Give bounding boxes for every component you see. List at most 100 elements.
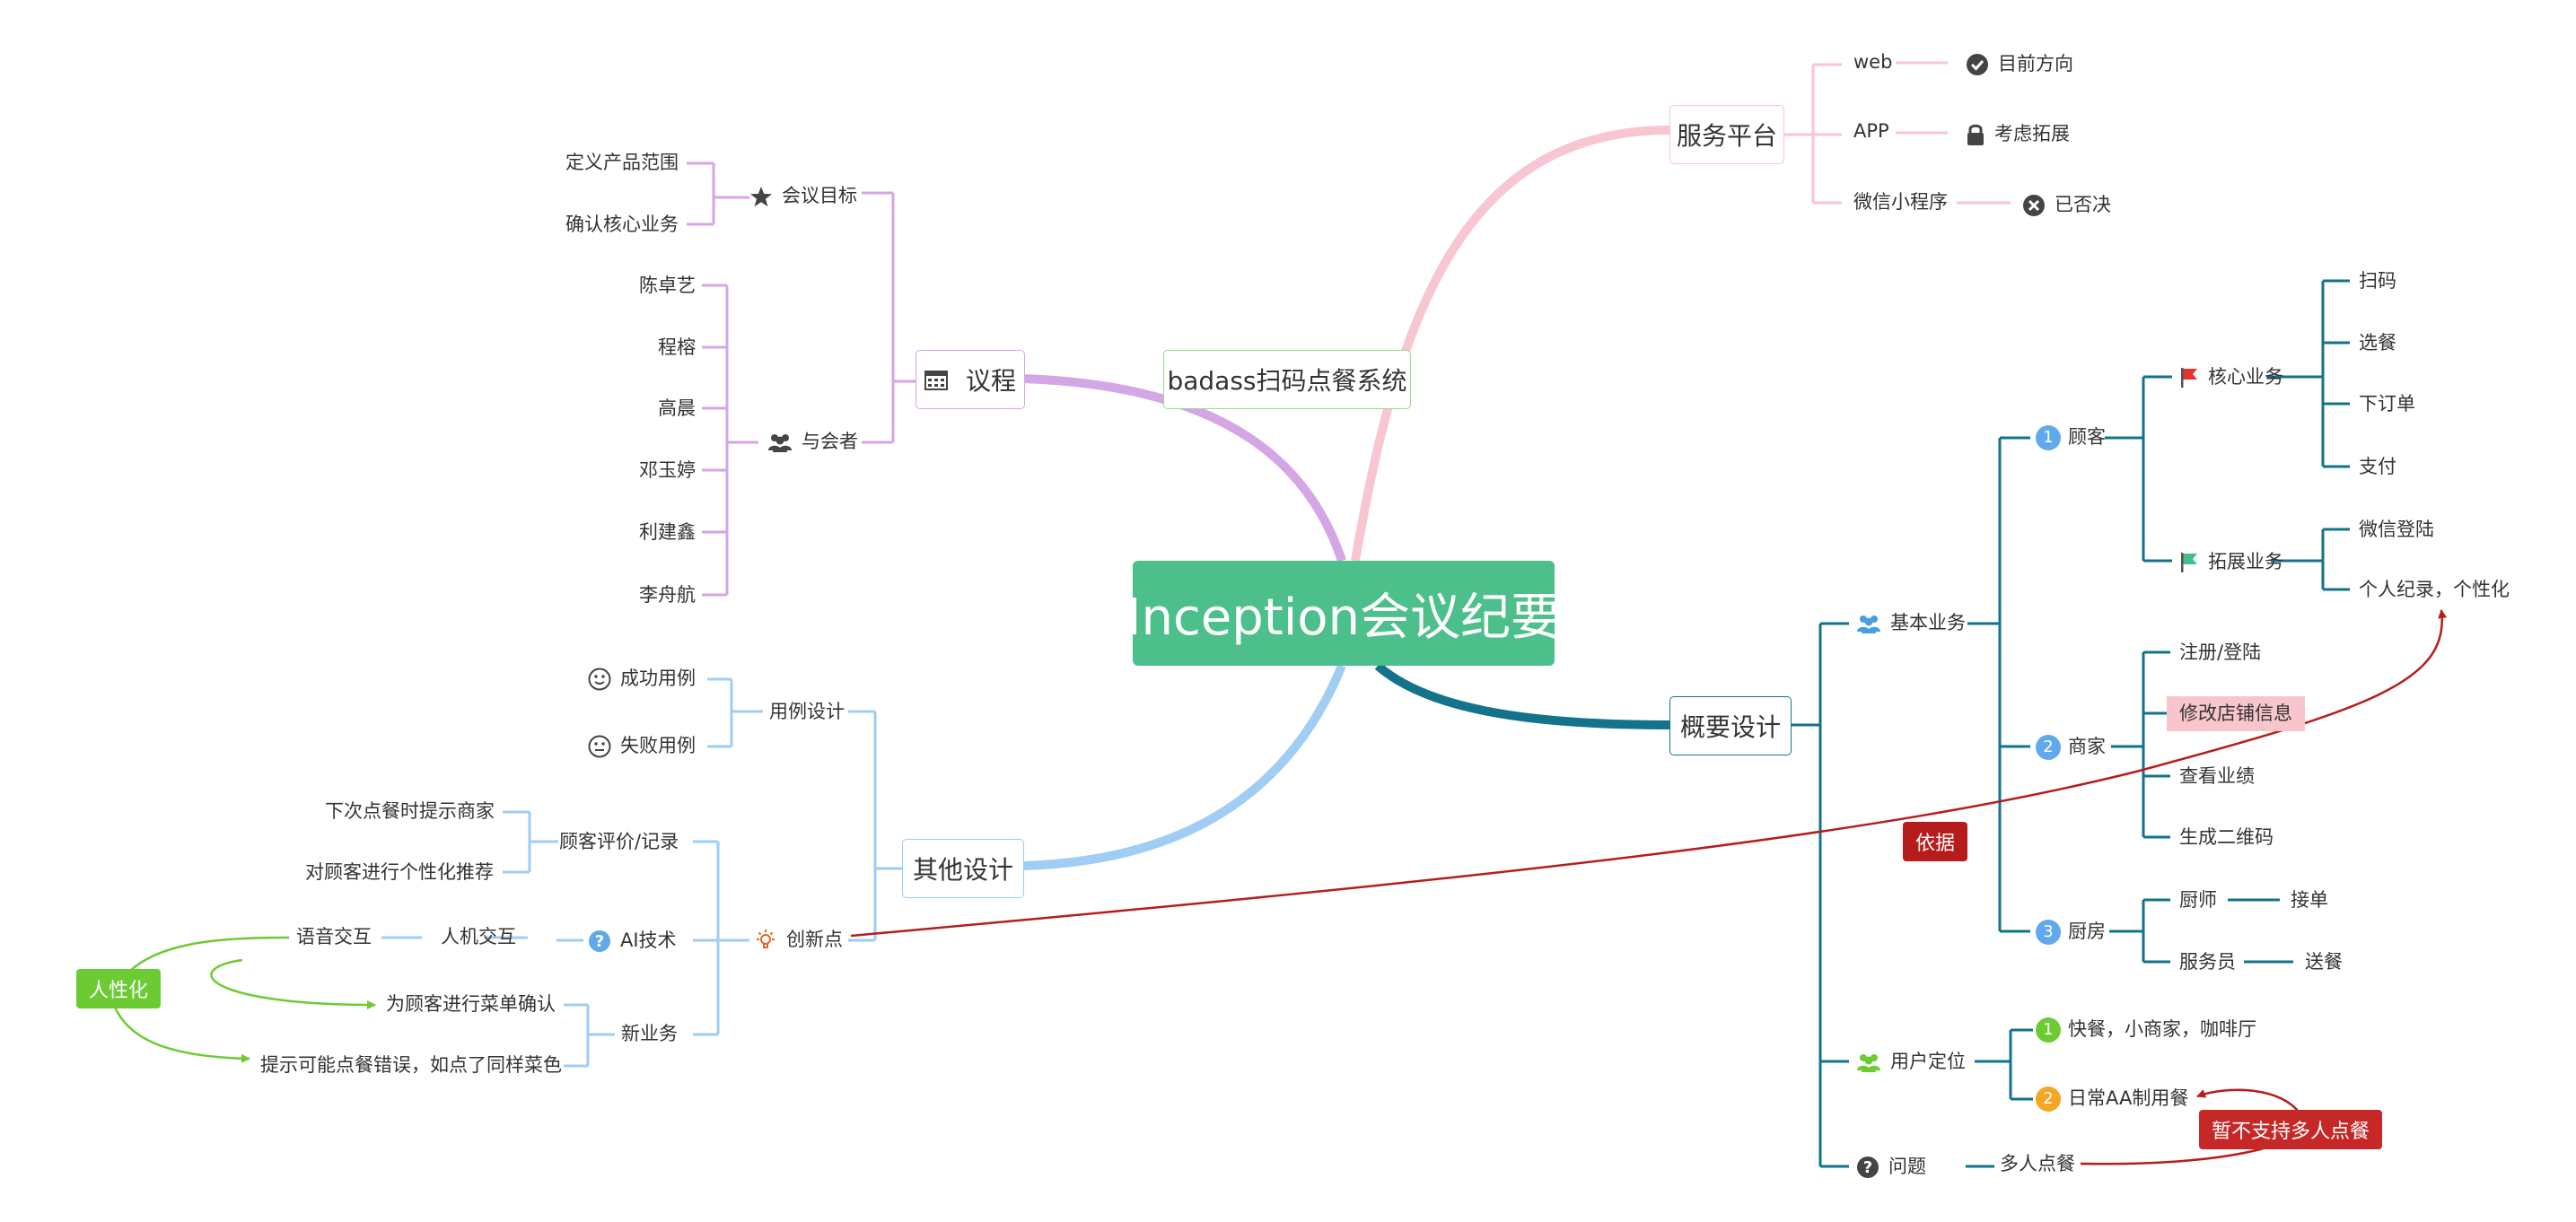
core-business-label: 核心业务	[2208, 366, 2283, 388]
ai-node[interactable]: ?AI技术	[588, 930, 677, 953]
goal-item[interactable]: 定义产品范围	[565, 152, 679, 173]
platform-miniapp[interactable]: 微信小程序	[1853, 191, 1948, 213]
innovation-node[interactable]: 创新点	[754, 929, 843, 952]
waiter-node[interactable]: 服务员	[2179, 951, 2236, 973]
innovation-label: 创新点	[786, 929, 843, 950]
topic-agenda[interactable]: 议程	[916, 350, 1025, 409]
users-icon	[767, 432, 793, 452]
attendees-label: 与会者	[802, 431, 858, 452]
chef-node[interactable]: 厨师	[2179, 889, 2217, 911]
attendee[interactable]: 高晨	[658, 397, 696, 419]
positioning-item-label: 快餐，小商家，咖啡厅	[2068, 1018, 2256, 1040]
core-item[interactable]: 支付	[2359, 456, 2396, 477]
kitchen-label: 厨房	[2068, 921, 2106, 942]
status-rejected[interactable]: 已否决	[2022, 194, 2111, 217]
positioning-item-label: 日常AA制用餐	[2068, 1087, 2189, 1109]
issue-label: 问题	[1888, 1156, 1926, 1177]
branch-overview	[1374, 662, 1670, 729]
fail-usecase-label: 失败用例	[620, 735, 696, 756]
attendee[interactable]: 邓玉婷	[639, 459, 696, 481]
core-item[interactable]: 扫码	[2359, 270, 2396, 292]
platform-app[interactable]: APP	[1853, 120, 1889, 142]
issue-item[interactable]: 多人点餐	[2000, 1153, 2075, 1174]
ext-business-node[interactable]: 拓展业务	[2179, 552, 2283, 573]
waiter-task[interactable]: 送餐	[2305, 951, 2343, 973]
newbiz-item[interactable]: 提示可能点餐错误，如点了同样菜色	[260, 1054, 562, 1076]
basic-business-label: 基本业务	[1890, 612, 1966, 633]
other-title: 其他设计	[912, 855, 1013, 885]
attendee[interactable]: 陈卓艺	[639, 275, 696, 296]
goal-item[interactable]: 确认核心业务	[565, 214, 679, 235]
meeting-goal-node[interactable]: 会议目标	[749, 186, 857, 207]
positioning-node[interactable]: 用户定位	[1856, 1052, 1966, 1072]
relation-humanize-2	[210, 958, 376, 1009]
ext-item[interactable]: 个人纪录，个性化	[2359, 579, 2510, 600]
number-badge-2: 2	[2036, 735, 2061, 760]
attendee[interactable]: 程榕	[658, 336, 696, 358]
newbiz-node[interactable]: 新业务	[621, 1023, 678, 1044]
success-usecase[interactable]: 成功用例	[588, 668, 696, 691]
central-topic[interactable]: Inception会议纪要	[1126, 561, 1561, 666]
svg-text:?: ?	[1863, 1158, 1872, 1177]
branch-other	[1022, 664, 1346, 870]
newbiz-item[interactable]: 为顾客进行菜单确认	[386, 993, 556, 1015]
topic-overview[interactable]: 概要设计	[1669, 696, 1792, 755]
positioning-item[interactable]: 1 快餐，小商家，咖啡厅	[2036, 1017, 2256, 1043]
ext-item[interactable]: 微信登陆	[2359, 519, 2434, 540]
core-item[interactable]: 选餐	[2359, 332, 2396, 354]
tag-humanize[interactable]: 人性化	[76, 969, 162, 1008]
attendee[interactable]: 李舟航	[639, 584, 696, 606]
root-label[interactable]: badass扫码点餐系统	[1163, 350, 1411, 409]
positioning-label: 用户定位	[1890, 1051, 1966, 1072]
review-item[interactable]: 下次点餐时提示商家	[325, 800, 495, 822]
tag-basis[interactable]: 依据	[1903, 822, 1968, 861]
success-usecase-label: 成功用例	[620, 668, 696, 689]
topic-other[interactable]: 其他设计	[902, 839, 1024, 898]
merchant-item[interactable]: 查看业绩	[2179, 765, 2255, 787]
meeting-goal-label: 会议目标	[782, 185, 857, 206]
x-circle-icon	[2022, 194, 2046, 217]
fail-usecase[interactable]: 失败用例	[588, 735, 696, 758]
issue-node[interactable]: ? 问题	[1856, 1156, 1926, 1179]
status-rejected-label: 已否决	[2055, 194, 2111, 215]
topic-platform[interactable]: 服务平台	[1669, 105, 1784, 164]
merchant-item[interactable]: 注册/登陆	[2179, 642, 2262, 663]
review-item[interactable]: 对顾客进行个性化推荐	[305, 861, 494, 883]
neutral-face-icon	[588, 735, 611, 758]
lightbulb-icon	[754, 929, 777, 952]
chef-task[interactable]: 接单	[2291, 889, 2328, 911]
status-consider[interactable]: 考虑拓展	[1966, 123, 2070, 146]
attendees-node[interactable]: 与会者	[767, 432, 858, 452]
tag-no-multi-order[interactable]: 暂不支持多人点餐	[2199, 1110, 2383, 1149]
question-circle-icon: ?	[588, 930, 611, 953]
number-badge-1: 1	[2036, 425, 2061, 450]
attendee[interactable]: 利建鑫	[639, 521, 696, 543]
usecase-node[interactable]: 用例设计	[769, 701, 845, 722]
merchant-item[interactable]: 生成二维码	[2179, 826, 2274, 848]
basic-business-node[interactable]: 基本业务	[1856, 614, 1966, 633]
voice-node[interactable]: 语音交互	[296, 926, 372, 947]
core-item[interactable]: 下订单	[2359, 393, 2415, 415]
overview-title: 概要设计	[1679, 712, 1781, 742]
review-node[interactable]: 顾客评价/记录	[559, 831, 679, 852]
number-badge-green: 1	[2036, 1017, 2061, 1043]
branch-platform	[1351, 126, 1670, 562]
merchant-item-highlighted[interactable]: 修改店铺信息	[2167, 696, 2305, 731]
calendar-icon	[924, 369, 948, 390]
hci-node[interactable]: 人机交互	[441, 926, 516, 947]
status-current[interactable]: 目前方向	[1966, 53, 2073, 76]
lock-icon	[1966, 123, 1985, 146]
kitchen-node[interactable]: 3 厨房	[2036, 920, 2106, 945]
relation-basis	[850, 609, 2448, 938]
core-business-node[interactable]: 核心业务	[2179, 367, 2283, 388]
agenda-title: 议程	[965, 366, 1016, 396]
root-label-text: badass扫码点餐系统	[1167, 366, 1407, 396]
branch-agenda	[1022, 374, 1346, 563]
number-badge-3: 3	[2036, 920, 2061, 945]
platform-web[interactable]: web	[1853, 51, 1893, 73]
